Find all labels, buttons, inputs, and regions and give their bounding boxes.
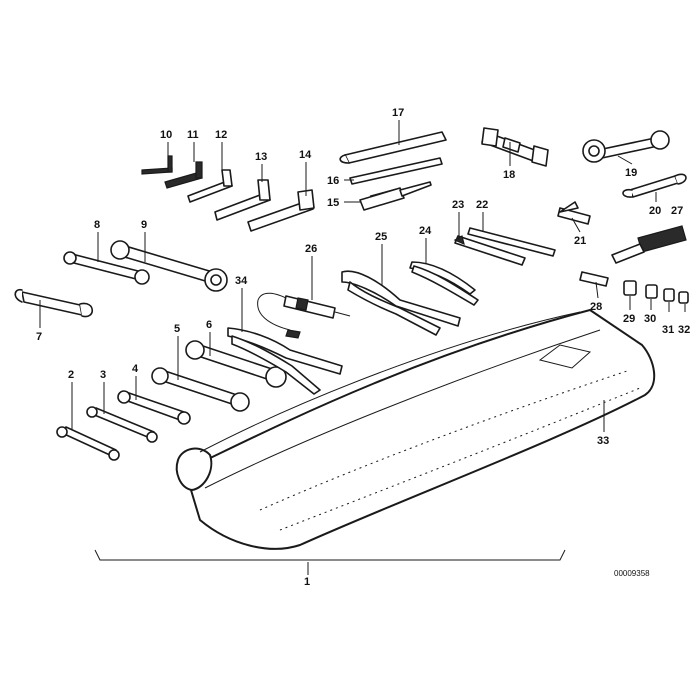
combination-pliers-34: [227, 327, 343, 395]
open-end-wrench-7: [14, 288, 94, 318]
label-3: 3: [100, 369, 106, 381]
file-22: [467, 227, 556, 257]
nut-31: [663, 288, 675, 302]
tool-roll: [175, 309, 656, 550]
screwdriver-15: [359, 181, 432, 211]
label-26: 26: [305, 243, 317, 255]
open-end-wrench-4: [117, 390, 191, 425]
open-end-wrench-5: [151, 367, 250, 412]
label-5: 5: [174, 323, 180, 335]
label-11: 11: [187, 129, 199, 141]
nut-32: [678, 291, 689, 304]
screwdriver-27: [611, 225, 687, 264]
label-32: 32: [678, 324, 690, 336]
label-16: 16: [327, 175, 339, 187]
label-12: 12: [215, 129, 227, 141]
feeler-gauge-21: [557, 201, 591, 225]
leader-lines: [39, 120, 686, 575]
bracket-1: [94, 549, 566, 561]
label-9: 9: [141, 219, 147, 231]
drift-17: [339, 131, 447, 164]
label-29: 29: [623, 313, 635, 325]
open-end-wrench-8: [63, 251, 150, 285]
label-4: 4: [132, 363, 139, 375]
label-18: 18: [503, 169, 515, 181]
hex-key-11: [164, 161, 203, 189]
pliers-24: [409, 261, 479, 306]
bolt-28: [579, 271, 609, 287]
label-13: 13: [255, 151, 267, 163]
document-id: 00009358: [614, 569, 650, 578]
ring-spanner-19: [582, 130, 670, 163]
open-end-wrench-6: [185, 340, 287, 388]
label-20: 20: [649, 205, 661, 217]
hex-key-13: [214, 179, 271, 221]
part-labels: 1 2 3 4 5 6 7 8 9 10 11 12 13 14 15 16 1…: [36, 107, 690, 588]
test-lamp-26: [257, 292, 351, 339]
box-end-wrench-9: [110, 240, 228, 292]
label-15: 15: [327, 197, 339, 209]
water-pump-pliers-25: [341, 270, 461, 336]
hex-key-14: [247, 189, 315, 232]
label-33: 33: [597, 435, 609, 447]
hook-spanner-20: [622, 173, 687, 198]
hex-key-12: [187, 169, 233, 203]
label-27: 27: [671, 205, 683, 217]
label-8: 8: [94, 219, 100, 231]
label-10: 10: [160, 129, 172, 141]
label-17: 17: [392, 107, 404, 119]
label-23: 23: [452, 199, 464, 211]
label-1: 1: [304, 576, 310, 588]
label-22: 22: [476, 199, 488, 211]
label-21: 21: [574, 235, 586, 247]
label-7: 7: [36, 331, 42, 343]
label-6: 6: [206, 319, 212, 331]
open-end-wrench-2: [56, 426, 120, 461]
label-14: 14: [299, 149, 312, 161]
nut-30: [645, 284, 658, 299]
box-spanner-18: [481, 127, 549, 167]
label-24: 24: [419, 225, 432, 237]
label-34: 34: [235, 275, 248, 287]
nut-29: [623, 280, 637, 296]
label-2: 2: [68, 369, 74, 381]
label-31: 31: [662, 324, 674, 336]
open-end-wrench-3: [86, 406, 158, 443]
label-30: 30: [644, 313, 656, 325]
label-19: 19: [625, 167, 637, 179]
label-25: 25: [375, 231, 387, 243]
label-28: 28: [590, 301, 602, 313]
hex-key-10: [141, 155, 173, 175]
drift-16: [349, 157, 443, 185]
